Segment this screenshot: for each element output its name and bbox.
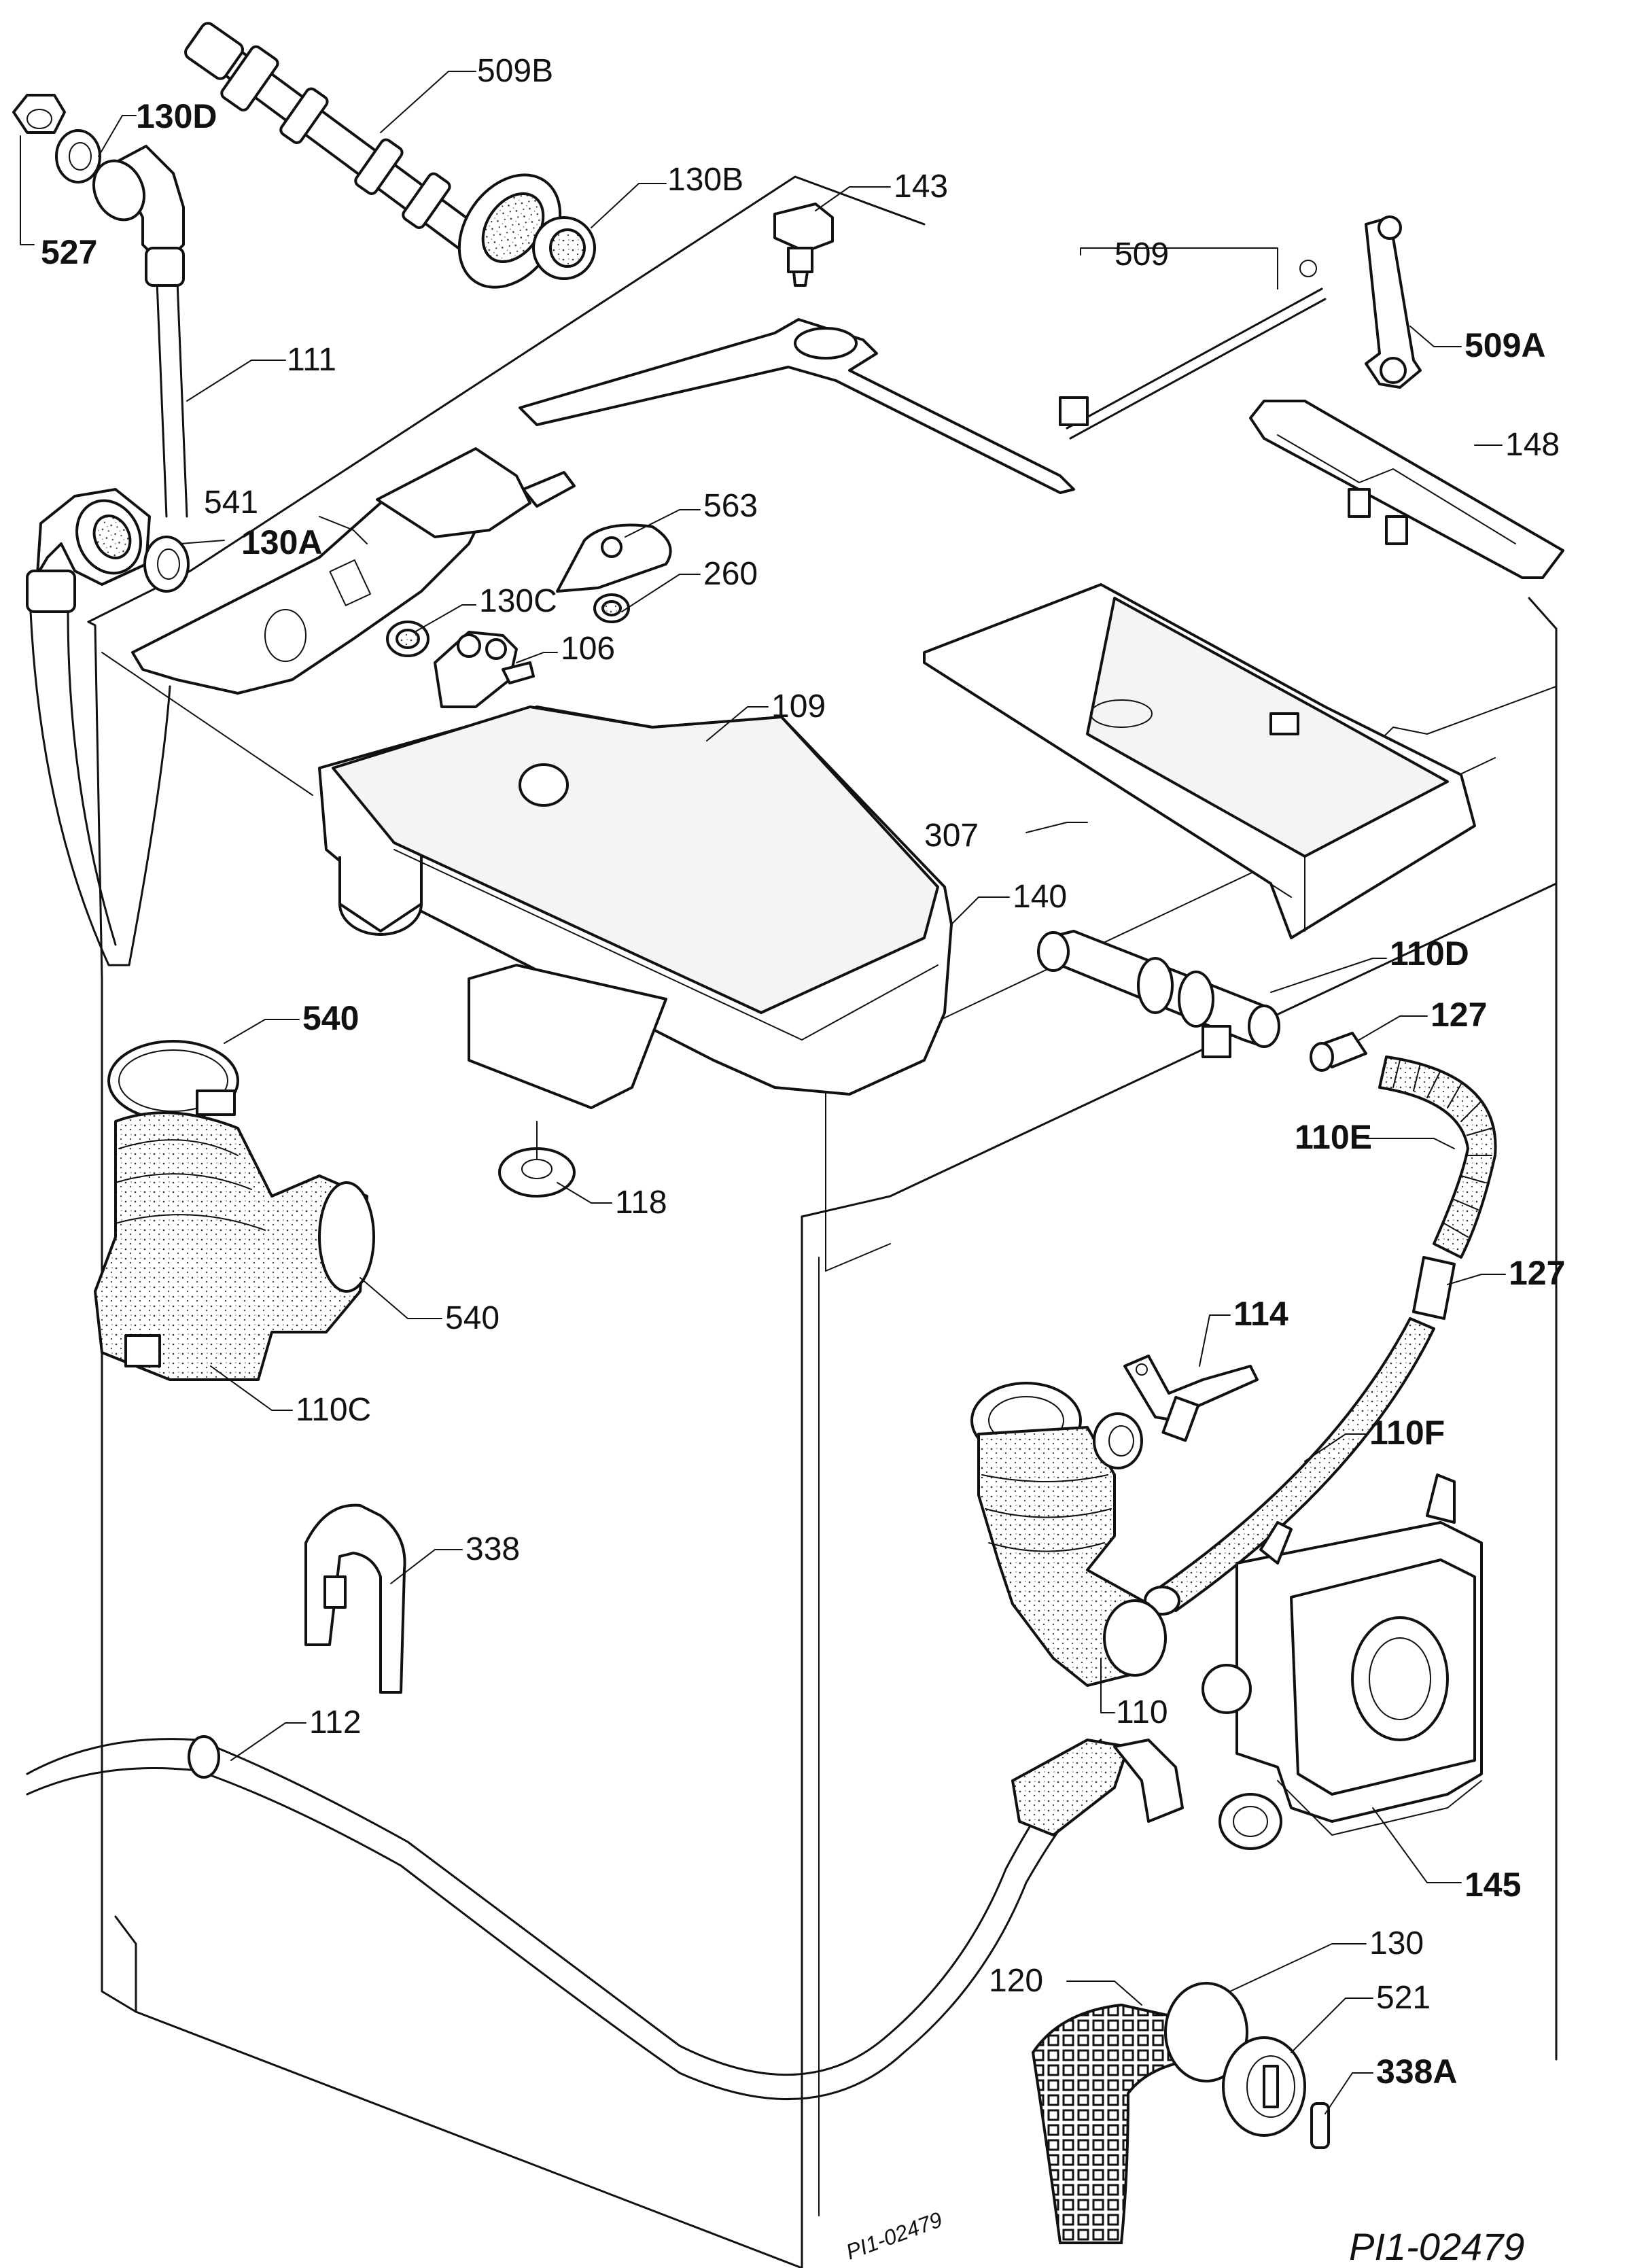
part-509a-lever xyxy=(1365,215,1422,389)
label-148: 148 xyxy=(1505,427,1560,463)
part-563-flap xyxy=(556,523,672,593)
part-127-fitting-upper xyxy=(1310,1032,1367,1072)
part-130c-fitting xyxy=(386,621,429,657)
label-143: 143 xyxy=(894,169,948,205)
label-509a: 509A xyxy=(1465,326,1546,364)
label-145: 145 xyxy=(1465,1866,1521,1904)
part-540-clamp xyxy=(107,1040,239,1121)
part-110-sump-hose xyxy=(970,1382,1167,1687)
part-109-dispenser-housing xyxy=(318,705,953,1109)
part-143-knob xyxy=(773,203,834,287)
label-338a: 338A xyxy=(1376,2053,1458,2091)
part-541-bracket xyxy=(131,447,576,695)
label-110e: 110E xyxy=(1295,1118,1372,1156)
label-110: 110 xyxy=(1116,1694,1168,1730)
label-130c: 130C xyxy=(479,583,557,619)
part-527-cap xyxy=(12,94,66,134)
part-338-clip xyxy=(304,1503,406,1694)
label-110f: 110F xyxy=(1369,1414,1445,1452)
part-509-rods xyxy=(519,260,1327,494)
part-112-drain-hose xyxy=(26,1735,1184,2100)
label-130b: 130B xyxy=(667,162,743,198)
label-110c: 110C xyxy=(296,1392,371,1428)
reference-code-small: PI1-02479 xyxy=(843,2207,945,2264)
part-509b-inlet-tube xyxy=(184,22,562,289)
label-114: 114 xyxy=(1233,1295,1288,1333)
label-540-clamp: 540 xyxy=(302,999,359,1037)
part-148-holder xyxy=(1249,400,1564,579)
part-118-gear xyxy=(498,1121,576,1198)
part-521-cap xyxy=(1222,2036,1306,2137)
label-541: 541 xyxy=(204,485,258,521)
part-130b-nut xyxy=(532,216,596,280)
label-130: 130 xyxy=(1369,1925,1424,1961)
part-106-valve xyxy=(434,631,535,708)
label-111: 111 xyxy=(287,342,336,378)
label-130d: 130D xyxy=(136,97,217,135)
part-540-bellows xyxy=(94,1111,375,1381)
part-110d-hose-connector xyxy=(1037,930,1280,1058)
leader-lines xyxy=(20,71,1506,2114)
part-130-seal xyxy=(1164,1982,1248,2082)
label-110d: 110D xyxy=(1390,935,1469,973)
part-338a-pin xyxy=(1310,2102,1330,2149)
label-521: 521 xyxy=(1376,1980,1431,2016)
label-540-bellows: 540 xyxy=(445,1300,499,1336)
part-114-bracket xyxy=(1123,1355,1259,1442)
part-110e-corrugated-hose xyxy=(1378,1056,1497,1259)
part-130a-hose-elbow xyxy=(26,488,190,966)
part-111-inlet-hose xyxy=(92,145,188,518)
label-509b: 509B xyxy=(477,53,553,89)
label-260: 260 xyxy=(703,556,758,592)
label-120: 120 xyxy=(989,1963,1043,1999)
label-563: 563 xyxy=(703,488,758,524)
part-307-drawer xyxy=(923,583,1476,939)
label-112: 112 xyxy=(309,1705,362,1741)
part-145-pump xyxy=(1202,1473,1483,1850)
part-130d-washer xyxy=(55,129,101,184)
reference-code: PI1-02479 xyxy=(1349,2225,1524,2268)
label-527: 527 xyxy=(41,233,97,271)
label-130a: 130A xyxy=(241,523,323,561)
label-127-upper: 127 xyxy=(1431,996,1487,1034)
label-509: 509 xyxy=(1115,237,1169,273)
part-labels: 509B 130D 527 130B 143 509 509A 111 541 … xyxy=(41,53,1565,2091)
label-307: 307 xyxy=(924,818,979,854)
label-338: 338 xyxy=(466,1531,520,1567)
label-106: 106 xyxy=(561,631,615,667)
part-127-fitting-lower xyxy=(1412,1256,1456,1320)
part-260-grommet xyxy=(593,593,630,623)
label-118: 118 xyxy=(615,1185,667,1221)
label-109: 109 xyxy=(771,688,826,725)
label-127-lower: 127 xyxy=(1509,1254,1565,1292)
label-140: 140 xyxy=(1013,879,1067,915)
